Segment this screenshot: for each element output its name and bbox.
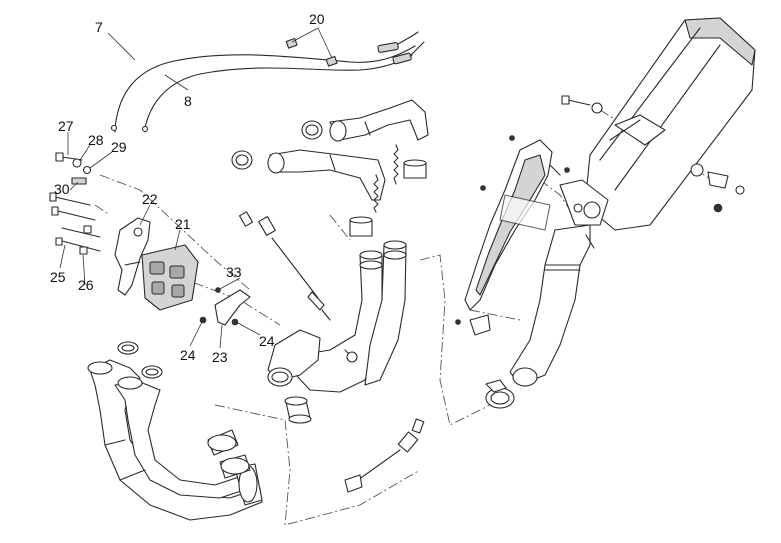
throttle-body-assembly (141, 244, 199, 311)
callout-24-left: 24 (180, 347, 196, 363)
callout-33: 33 (226, 264, 242, 280)
catalyst-heat-shield (455, 135, 553, 336)
header-clamps (207, 429, 251, 479)
callout-30: 30 (54, 181, 70, 197)
callout-26: 26 (78, 277, 94, 293)
callout-29: 29 (111, 139, 127, 155)
callout-7: 7 (95, 19, 103, 35)
catalyst-link-pipe (509, 164, 609, 387)
upper-lambda-sensor (238, 211, 331, 321)
throttle-body-fasteners (49, 152, 101, 255)
callout-labels: 7 8 20 27 28 29 30 22 21 33 25 26 24 23 … (50, 11, 325, 365)
callout-25: 25 (50, 269, 66, 285)
front-header-pipes (87, 341, 263, 521)
exhaust-springs (373, 144, 399, 213)
muffler-clamp (485, 379, 515, 409)
callout-20: 20 (309, 11, 325, 27)
callout-28: 28 (88, 132, 104, 148)
intermediate-y-pipe (267, 240, 407, 393)
pipe-sleeves (349, 159, 427, 237)
callout-22: 22 (142, 191, 158, 207)
callout-27: 27 (58, 118, 74, 134)
coupling-sleeve (284, 396, 312, 424)
throttle-body-bracket (114, 217, 151, 296)
callout-21: 21 (175, 216, 191, 232)
sensor-bracket (199, 287, 251, 326)
throttle-cables (110, 31, 425, 133)
lower-lambda-sensor (344, 418, 425, 493)
rear-header-pipe (231, 99, 429, 201)
callout-8: 8 (184, 93, 192, 109)
callout-23: 23 (212, 349, 228, 365)
callout-leaders (59, 27, 333, 349)
callout-24-right: 24 (259, 333, 275, 349)
muffler-mount-hardware (561, 95, 745, 213)
muffler (584, 17, 756, 231)
